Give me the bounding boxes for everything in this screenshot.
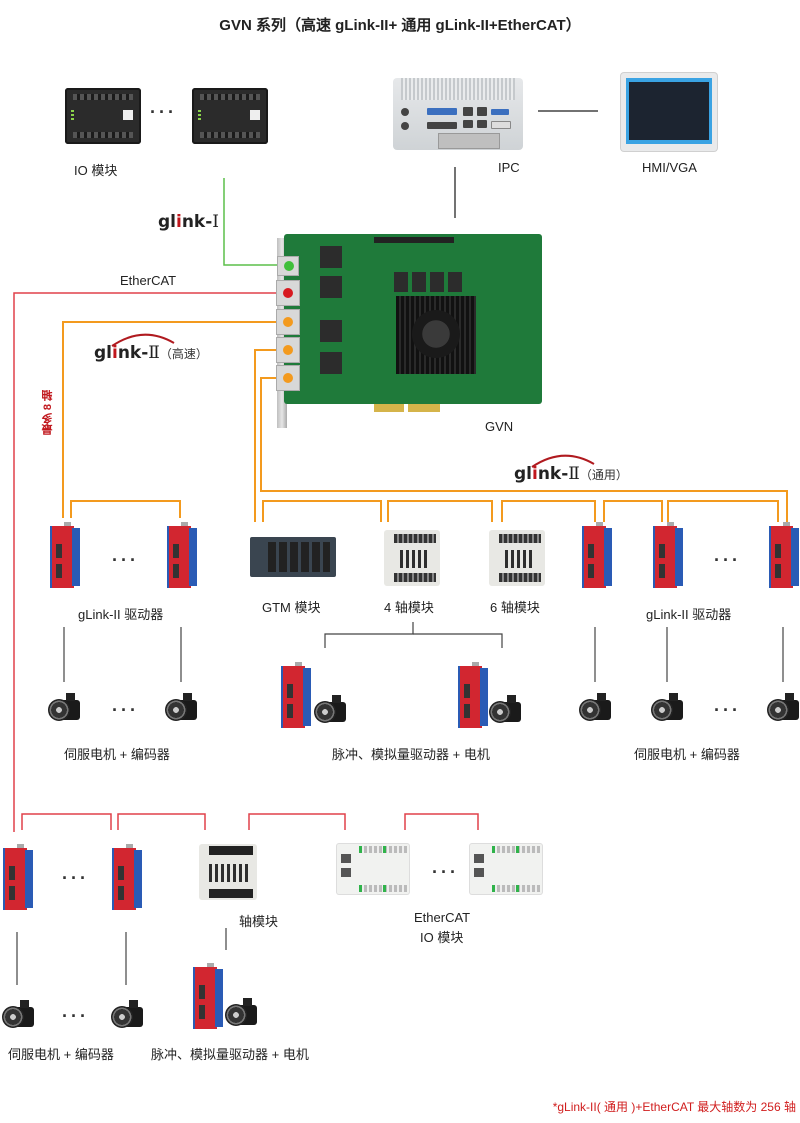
ethercat-axis-module bbox=[199, 844, 257, 900]
glink2-general-seg-5 bbox=[667, 500, 779, 522]
ellipsis: ··· bbox=[62, 868, 89, 888]
glink2-general-seg-2 bbox=[387, 500, 493, 522]
servo-motor bbox=[489, 695, 523, 725]
ethercat-label: EtherCAT bbox=[120, 273, 177, 288]
servo-motor bbox=[165, 693, 199, 723]
ellipsis: ··· bbox=[62, 1006, 89, 1026]
glink1-logo: glink-Ⅰ bbox=[158, 212, 219, 232]
diagram-title: GVN 系列（高速 gLink-II+ 通用 gLink-II+EtherCAT… bbox=[219, 17, 581, 34]
ethercat-io-label-line1: EtherCAT bbox=[414, 910, 471, 925]
glink-logo-numeral: Ⅰ bbox=[212, 212, 220, 232]
ethercat-seg-3 bbox=[248, 813, 346, 830]
ethercat-drive bbox=[112, 844, 142, 910]
servo-motor bbox=[225, 998, 259, 1028]
servo-motor bbox=[2, 1000, 36, 1030]
servo-motor bbox=[651, 693, 685, 723]
ethercat-line bbox=[13, 292, 287, 832]
ethercat-pulse-label: 脉冲、模拟量驱动器 + 电机 bbox=[151, 1047, 309, 1062]
ethercat-drive bbox=[3, 844, 33, 910]
glink2-drive bbox=[653, 522, 683, 588]
ipc-label: IPC bbox=[498, 160, 520, 175]
general-motors-label: 伺服电机 + 编码器 bbox=[634, 747, 740, 762]
max-axes-note: 最多 8 轴 bbox=[42, 390, 54, 436]
ethercat-seg-2 bbox=[117, 813, 206, 830]
high-speed-drives-label: gLink-II 驱动器 bbox=[78, 607, 164, 622]
ellipsis: ··· bbox=[112, 700, 139, 720]
card-port-glink1 bbox=[277, 256, 299, 276]
pulse-drive bbox=[458, 662, 488, 728]
axis-module-pulse-line bbox=[324, 622, 414, 648]
ethercat-io-label-line2: IO 模块 bbox=[420, 930, 464, 945]
servo-motor bbox=[314, 695, 348, 725]
glink1-line bbox=[223, 178, 287, 266]
glink2-drive bbox=[50, 522, 80, 588]
io-module-device bbox=[65, 88, 141, 144]
gtm-module bbox=[250, 537, 336, 577]
io-module-label: IO 模块 bbox=[74, 163, 118, 178]
glink2-general-seg-4 bbox=[603, 500, 663, 522]
footnote: *gLink-II( 通用 )+EtherCAT 最大轴数为 256 轴 bbox=[552, 1100, 796, 1114]
ellipsis: ··· bbox=[714, 550, 741, 570]
ethercat-axis-module-label: 轴模块 bbox=[239, 914, 279, 929]
logo-arc-icon bbox=[111, 333, 175, 347]
axis6-label: 6 轴模块 bbox=[490, 600, 540, 615]
servo-motor bbox=[579, 693, 613, 723]
fan-icon bbox=[412, 310, 460, 358]
ethercat-io-module bbox=[337, 844, 409, 894]
ellipsis: ··· bbox=[112, 550, 139, 570]
servo-motor bbox=[111, 1000, 145, 1030]
glink2-drive bbox=[769, 522, 799, 588]
glink2-general-logo: glink-Ⅱ（通用） bbox=[514, 454, 628, 484]
glink2-high-suffix: （高速） bbox=[159, 347, 208, 361]
glink2-general-seg-3 bbox=[501, 500, 596, 522]
glink2-high-logo: glink-Ⅱ（高速） bbox=[94, 333, 208, 363]
card-label: GVN bbox=[485, 419, 514, 434]
card-port-glink2 bbox=[276, 365, 300, 391]
servo-motor bbox=[767, 693, 800, 723]
axis4-label: 4 轴模块 bbox=[384, 600, 434, 615]
ethercat-seg-1 bbox=[21, 813, 112, 830]
ellipsis: ··· bbox=[714, 700, 741, 720]
io-module-device bbox=[192, 88, 268, 144]
hmi-device bbox=[621, 73, 717, 151]
glink2-general-suffix: （通用） bbox=[579, 468, 628, 482]
ethercat-io-module bbox=[470, 844, 542, 894]
gvn-card bbox=[284, 234, 542, 412]
ellipsis: ··· bbox=[150, 102, 177, 122]
axis6-module bbox=[489, 530, 545, 586]
glink2-general-line-b bbox=[260, 377, 788, 522]
ethercat-motors-label: 伺服电机 + 编码器 bbox=[8, 1047, 114, 1062]
glink2-high-seg bbox=[70, 500, 181, 518]
ipc-device bbox=[393, 78, 523, 150]
axis-module-pulse-line bbox=[413, 633, 503, 648]
general-drives-label: gLink-II 驱动器 bbox=[646, 607, 732, 622]
high-speed-motors-label: 伺服电机 + 编码器 bbox=[64, 747, 170, 762]
glink2-general-seg-1 bbox=[262, 500, 382, 522]
gtm-label: GTM 模块 bbox=[262, 600, 321, 615]
card-port-glink2 bbox=[276, 309, 300, 335]
general-pulse-label: 脉冲、模拟量驱动器 + 电机 bbox=[332, 747, 490, 762]
axis4-module bbox=[384, 530, 440, 586]
glink2-drive bbox=[167, 522, 197, 588]
glink-logo-text: glink- bbox=[158, 212, 213, 232]
glink2-drive bbox=[582, 522, 612, 588]
pulse-drive bbox=[193, 963, 223, 1029]
ellipsis: ··· bbox=[432, 862, 459, 882]
ethercat-seg-4 bbox=[404, 813, 479, 830]
glink2-high-line bbox=[62, 321, 287, 518]
card-port-ethercat bbox=[276, 280, 300, 306]
card-port-glink2 bbox=[276, 337, 300, 363]
hmi-label: HMI/VGA bbox=[642, 160, 697, 175]
servo-motor bbox=[48, 693, 82, 723]
logo-arc-icon bbox=[531, 454, 595, 468]
pulse-drive bbox=[281, 662, 311, 728]
